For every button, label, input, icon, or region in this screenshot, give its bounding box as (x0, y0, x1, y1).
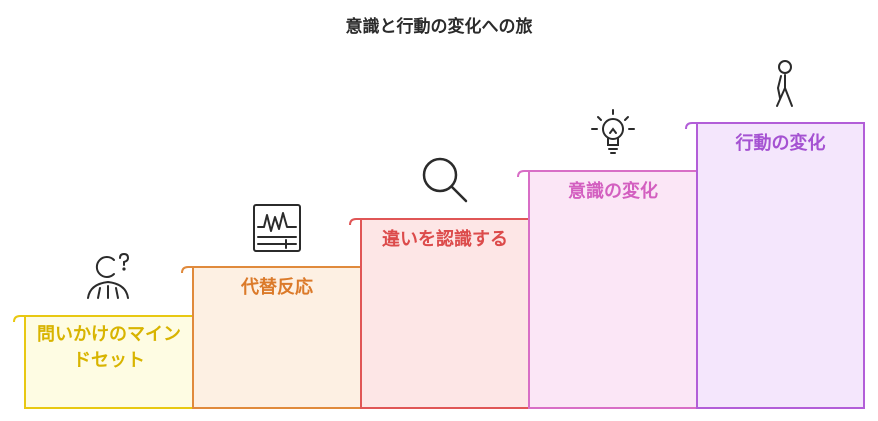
step-5 (685, 122, 865, 409)
step-4 (517, 170, 698, 409)
step-2-label: 代替反応 (241, 277, 313, 298)
step-2 (181, 266, 362, 409)
step-1-label: 問いかけのマインドセット (37, 324, 181, 371)
magnifier-icon (422, 157, 468, 203)
diagram-title: 意識と行動の変化への旅 (345, 17, 533, 37)
waveform-monitor-icon (253, 204, 301, 252)
step-3 (349, 218, 530, 409)
step-3-label: 違いを認識する (382, 229, 508, 250)
lightbulb-icon (591, 109, 635, 154)
step-4-label: 意識の変化 (568, 181, 658, 202)
person-question-icon (87, 252, 130, 299)
step-5-label: 行動の変化 (735, 133, 826, 154)
walking-person-icon (776, 60, 793, 107)
